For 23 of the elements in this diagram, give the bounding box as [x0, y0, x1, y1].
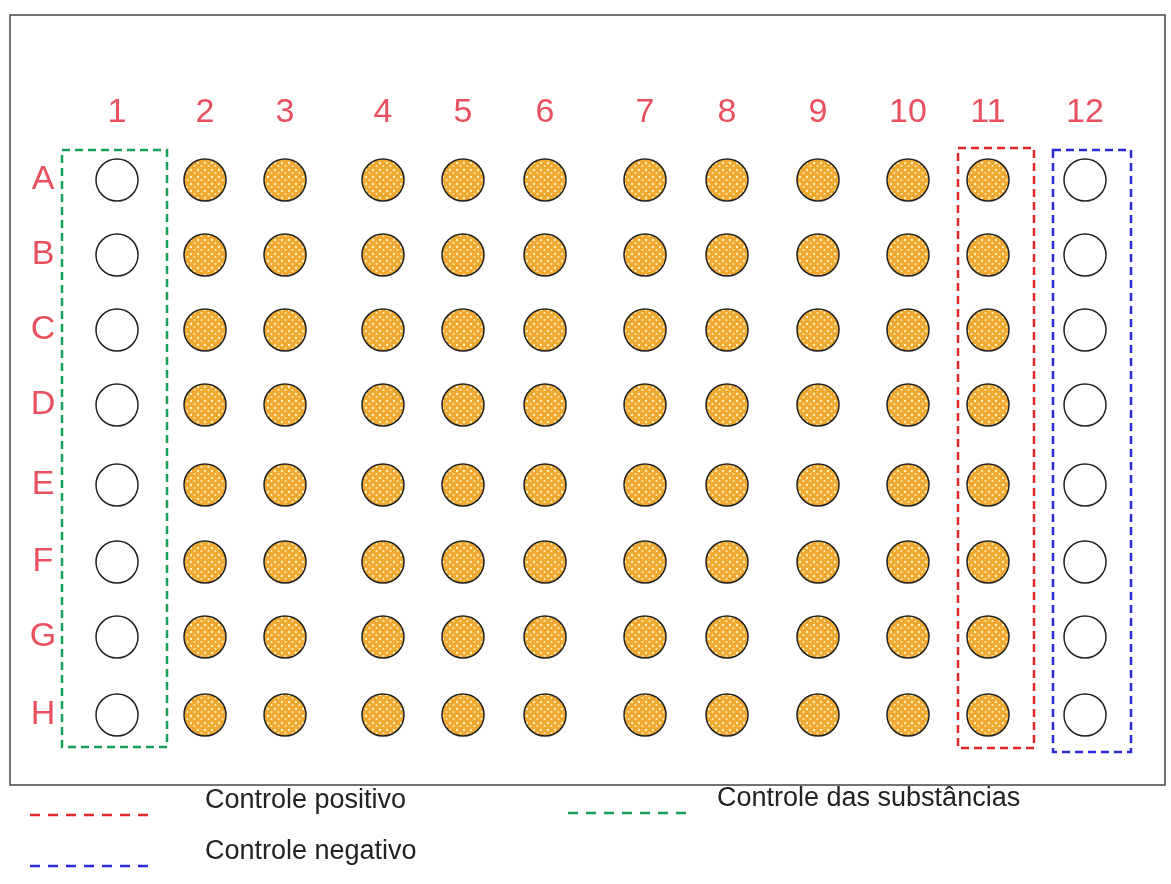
- column-number: 6: [535, 90, 555, 130]
- column-number: 7: [635, 90, 655, 130]
- column-number: 10: [889, 90, 927, 130]
- legend-label: Controle das substâncias: [717, 782, 1021, 813]
- column-number: 11: [970, 90, 1006, 130]
- row-letter: E: [31, 462, 55, 502]
- legend-label: Controle positivo: [205, 784, 407, 815]
- legend-label: Controle negativo: [205, 835, 417, 866]
- column-number: 9: [808, 90, 828, 130]
- row-letter: H: [30, 692, 56, 732]
- column-number: 3: [275, 90, 295, 130]
- row-letter: F: [32, 539, 54, 579]
- column-number: 2: [195, 90, 215, 130]
- column-number: 1: [107, 90, 127, 130]
- column-number: 4: [373, 90, 393, 130]
- row-letter: G: [29, 614, 57, 654]
- column-number: 8: [717, 90, 737, 130]
- row-letter: B: [31, 232, 55, 272]
- row-letter: A: [31, 157, 55, 197]
- row-letter: D: [30, 382, 56, 422]
- column-number: 5: [453, 90, 473, 130]
- column-number: 12: [1066, 90, 1104, 130]
- row-letter: C: [30, 307, 56, 347]
